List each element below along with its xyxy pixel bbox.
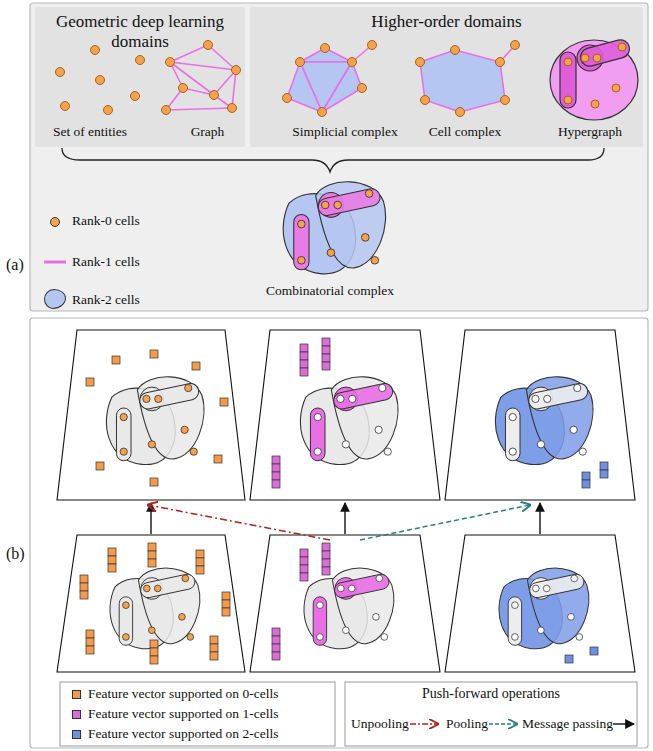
domain-caption: Set of entities [40,124,140,140]
panel-a-frame [30,3,648,311]
entity-points [56,46,145,115]
legend-text: Feature vector supported on 0-cells [88,686,278,702]
domain-caption: Cell complex [415,124,515,140]
complex-rank1 [300,377,398,465]
simplicial-vertices [283,41,377,117]
legend-frame [345,682,637,746]
graph-edges [166,45,236,110]
legend-text: Feature vector supported on 1-cells [88,706,278,722]
hypergraph-vertices [564,43,626,108]
brace [62,148,604,172]
legend-frame [60,682,335,746]
combinatorial-complex [283,182,385,274]
domain-caption: Graph [175,124,240,140]
legend-text: Message passing [522,716,613,732]
feature-vectors-1 [272,338,330,660]
complex-rank0 [110,568,200,649]
feature-vectors-2 [565,462,608,663]
legend-text: Feature vector supported on 2-cells [88,726,278,742]
box-heading: Geometric deep learning domains [55,12,225,51]
feature-vectors-0 [80,350,230,664]
legend-line-sample [44,261,66,264]
domain-caption: Simplicial complex [285,124,405,140]
legend-text: Rank-1 cells [72,254,140,270]
cell-vertices [416,41,520,117]
domain-box: Higher-order domainsSimplicial complex Ce… [250,7,643,147]
complex-rank1 [304,568,394,649]
legend-swatch [72,690,81,699]
legend-text: Unpooling [351,716,409,732]
legend-swatch [50,217,60,227]
illustration-caption: Combinatorial complex [240,283,420,299]
complex-rank2 [499,568,589,649]
push-forward-arrows [148,503,540,540]
cell-complex [420,45,515,112]
domain-box: Geometric deep learning domainsSet of en… [35,7,245,147]
box-heading: Higher-order domains [250,12,643,32]
legend-text: Rank-2 cells [72,292,140,308]
hypergraph [550,38,638,120]
panel-label: (a) [6,256,32,274]
complex-rank2 [495,377,593,465]
legend-text: Pooling [446,716,488,732]
legend-swatch [72,710,81,719]
legend-heading: Push-forward operations [345,686,637,702]
simplicial-complex [287,45,372,112]
panel-label: (b) [6,545,32,563]
graph-vertices [162,41,241,115]
legend-swatch [72,730,81,739]
legend-text: Rank-0 cells [72,213,140,229]
domain-caption: Hypergraph [545,124,635,140]
complex-rank0 [106,377,204,465]
feature-planes [57,330,635,672]
panel-b-frame [30,318,648,748]
legend-swatch [44,289,66,309]
